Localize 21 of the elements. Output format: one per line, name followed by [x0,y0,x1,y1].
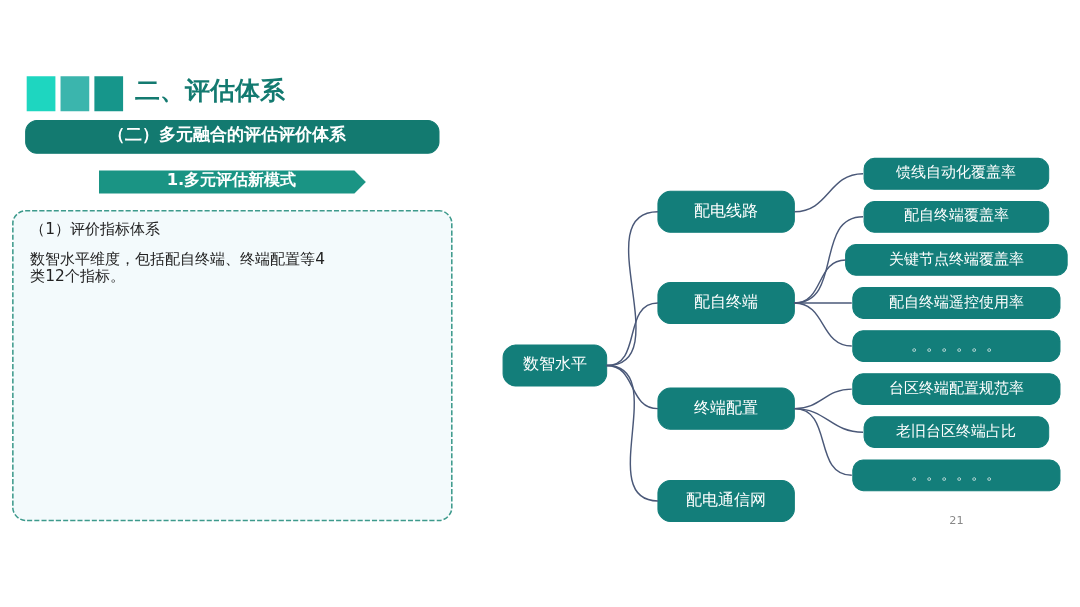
node-box: 老旧台区终端占比 [863,416,1050,449]
node-box: 配电通信网 [657,479,795,522]
node-box: 终端配置 [657,387,795,430]
connector [793,407,853,476]
node-box: （二）多元融合的评估评价体系 [25,119,440,154]
node-box: 。。。。。。 [852,330,1061,362]
node-box: 关键节点终端覆盖率 [845,244,1068,276]
diagram-title: 二、评估体系 [135,76,286,106]
node-box: 数智水平 [502,344,608,387]
node-box: 配电线路 [657,190,795,233]
connector [793,302,853,347]
node-box: （1）评价指标体系 数智水平维度，包括配自终端、终端配置等4类12个指标。 [12,209,453,522]
connector [793,173,864,213]
node-box: 配自终端 [657,281,795,324]
node-box: 。。。。。。 [852,459,1061,492]
connector [605,364,659,502]
node-box: 配自终端遥控使用率 [852,287,1061,319]
node-box: 台区终端配置规范率 [852,373,1061,406]
label: 21 [949,514,964,528]
node-box: 馈线自动化覆盖率 [863,157,1050,190]
node-box: 配自终端覆盖率 [863,200,1050,233]
